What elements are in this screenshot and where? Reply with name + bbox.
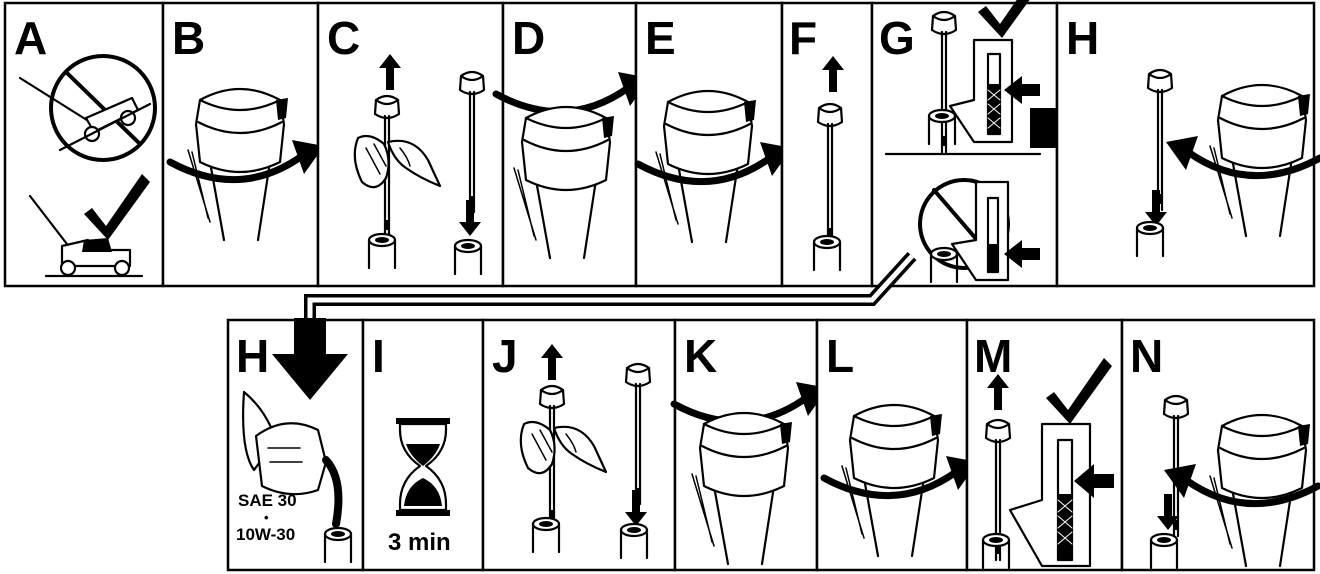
panel-letter: D [512,12,545,64]
panel-letter: I [372,330,385,382]
dipstick-level-ok-magnified [948,0,1044,144]
dipstick-level-ok-magnified [1008,358,1114,568]
panel-letter: E [645,12,676,64]
panel-i-bottom: I 3 min [361,318,485,572]
panel-letter: H [236,330,269,382]
panel-letter: B [172,12,205,64]
panel-c-top: C [316,1,505,288]
panel-letter: A [14,12,47,64]
panel-a-top: A [3,1,165,288]
panel-letter: N [1130,330,1163,382]
panel-b-top: B [161,1,324,288]
panel-letter: K [684,330,717,382]
panel-l-bottom: L [815,318,978,572]
panel-letter: G [879,12,915,64]
panel-m-bottom: M [965,318,1124,572]
oil-grade-primary: SAE 30 [238,491,297,510]
panel-g-top: G [870,0,1059,288]
panel-letter: M [974,330,1012,382]
panel-letter: C [327,12,360,64]
panel-d-top: D [496,1,650,288]
panel-letter: F [789,12,817,64]
hand-pouring-oil [242,390,343,528]
panel-f-top: F [780,1,874,288]
hourglass-icon [396,418,450,516]
mower-on-level-ground-approved [28,174,150,278]
mower-on-slope-prohibited [18,54,157,162]
panel-n-bottom: N [1120,318,1318,572]
panel-e-top: E [636,1,792,288]
oil-grade-separator: • [264,510,269,525]
dipstick-level-low-prohibited [918,178,1040,284]
panel-letter: H [1066,12,1099,64]
wait-time-label: 3 min [388,529,451,556]
panel-letter: L [826,330,854,382]
panel-h-bottom: H SAE 30 • 10W-30 [226,318,365,572]
panel-h-top: H [1055,1,1320,288]
panel-j-bottom: J [481,318,677,572]
oil-grade-secondary: 10W-30 [236,525,295,544]
panel-k-bottom: K [674,318,828,572]
panel-letter: J [492,330,518,382]
arrow-down-icon [272,318,348,400]
